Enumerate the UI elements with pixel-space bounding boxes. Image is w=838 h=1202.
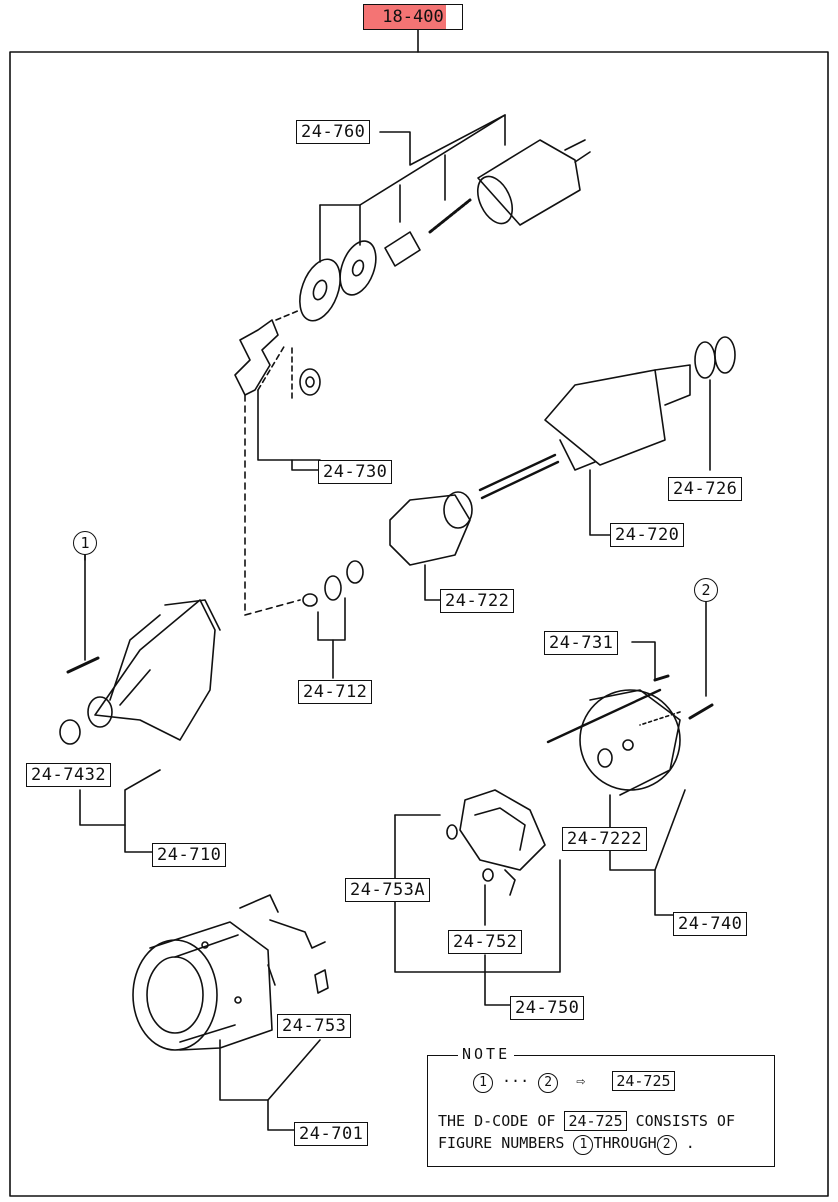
armature-assembly — [478, 336, 736, 536]
label-24-753A[interactable]: 24-753A — [345, 878, 431, 902]
label-24-731[interactable]: 24-731 — [544, 631, 619, 655]
label-24-720[interactable]: 24-720 — [610, 523, 685, 547]
drive-housing-assembly — [59, 554, 221, 853]
note-line1-prefix: THE D-CODE OF — [438, 1112, 556, 1130]
note-line2-prefix: FIGURE NUMBERS — [438, 1134, 565, 1152]
label-24-7222[interactable]: 24-7222 — [562, 827, 648, 851]
stop-ring-set — [302, 560, 364, 679]
page-code: 18-400 — [363, 4, 463, 30]
label-24-752[interactable]: 24-752 — [448, 930, 523, 954]
label-24-726[interactable]: 24-726 — [668, 477, 743, 501]
label-24-7432[interactable]: 24-7432 — [26, 763, 112, 787]
label-24-730[interactable]: 24-730 — [318, 460, 393, 484]
page-code-rest: 0 — [433, 7, 444, 27]
note-title: NOTE — [458, 1045, 515, 1063]
brush-holder-assembly — [394, 789, 561, 1006]
note-range-dots: ··· — [502, 1072, 530, 1090]
note-line2-end: 2 — [656, 1135, 677, 1155]
label-24-712[interactable]: 24-712 — [298, 680, 373, 704]
note-range-start: 1 — [473, 1073, 493, 1093]
label-24-722[interactable]: 24-722 — [440, 589, 515, 613]
note-line1-code[interactable]: 24-725 — [564, 1111, 627, 1131]
callout-2: 2 — [694, 578, 718, 602]
label-24-760[interactable]: 24-760 — [296, 120, 371, 144]
note-line2-mid: THROUGH — [593, 1134, 657, 1152]
note-box — [427, 1055, 775, 1167]
callout-1: 1 — [73, 531, 97, 555]
label-24-701[interactable]: 24-701 — [294, 1122, 369, 1146]
page-code-highlighted: 18-40 — [382, 7, 434, 27]
note-line-1: THE D-CODE OF 24-725 CONSISTS OF — [438, 1111, 735, 1131]
code-highlight — [364, 5, 446, 29]
label-24-740[interactable]: 24-740 — [673, 912, 748, 936]
arrow-icon: ⇨ — [576, 1072, 586, 1090]
label-24-753[interactable]: 24-753 — [277, 1014, 352, 1038]
note-range-end: 2 — [538, 1073, 559, 1093]
note-line1-suffix: CONSISTS OF — [635, 1112, 735, 1130]
label-24-750[interactable]: 24-750 — [510, 996, 585, 1020]
diagram-frame — [9, 51, 829, 1197]
note-line2-start: 1 — [573, 1135, 594, 1155]
yoke-assembly — [132, 894, 329, 1131]
note-target-code[interactable]: 24-725 — [612, 1071, 675, 1091]
note-line2-suffix: . — [685, 1134, 695, 1152]
label-24-710[interactable]: 24-710 — [152, 843, 227, 867]
lever-assembly — [234, 309, 321, 616]
solenoid-assembly — [299, 114, 591, 322]
note-range-row: 1 ··· 2 ⇨ 24-725 — [473, 1071, 675, 1093]
clutch-assembly — [389, 491, 473, 601]
